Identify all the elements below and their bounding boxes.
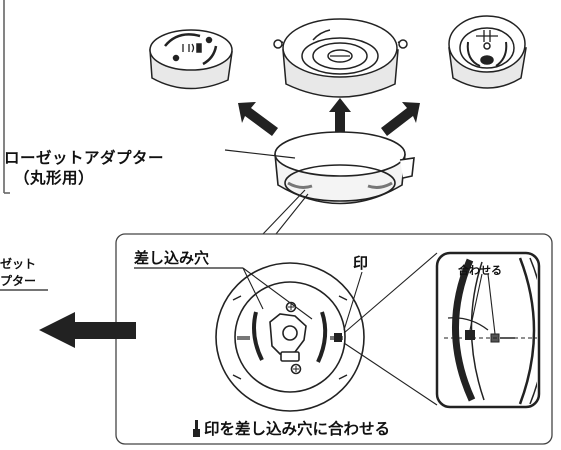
fixture-right — [448, 15, 527, 89]
magnified-inset — [435, 251, 541, 409]
fixture-left — [149, 29, 233, 90]
arrow-up-icon — [329, 98, 351, 132]
rosette-adapter-round-label: （丸形用） — [14, 169, 95, 187]
mark-indicator-icon — [193, 420, 200, 437]
rosette-adapter — [274, 131, 415, 205]
arrow-left-icon — [39, 312, 136, 348]
align-leaders — [469, 273, 496, 335]
mark-label: 印 — [353, 254, 369, 272]
left-panel-edge — [3, 0, 10, 194]
rosette-adapter-label: ローゼットアダプター — [4, 149, 165, 167]
adapter-bottom-view — [215, 262, 365, 412]
instruction-text: 印を差し込み穴に合わせる — [204, 420, 391, 438]
magnifier-connector — [343, 252, 438, 406]
arrow-to-left-fixture — [238, 102, 278, 136]
cut-label-line2: プター — [0, 274, 37, 288]
zoom-connector — [262, 189, 309, 235]
arrow-to-right-fixture — [381, 102, 420, 136]
cut-label-line1: ゼット — [0, 257, 37, 271]
mark-leaders — [343, 271, 363, 331]
adapter-leader-line — [224, 149, 296, 159]
fixture-center — [273, 18, 408, 98]
hole-leaders — [242, 267, 313, 320]
mark-indicator — [334, 333, 342, 342]
align-label: 合わせる — [458, 264, 502, 277]
insertion-hole-label: 差し込み穴 — [134, 249, 210, 267]
